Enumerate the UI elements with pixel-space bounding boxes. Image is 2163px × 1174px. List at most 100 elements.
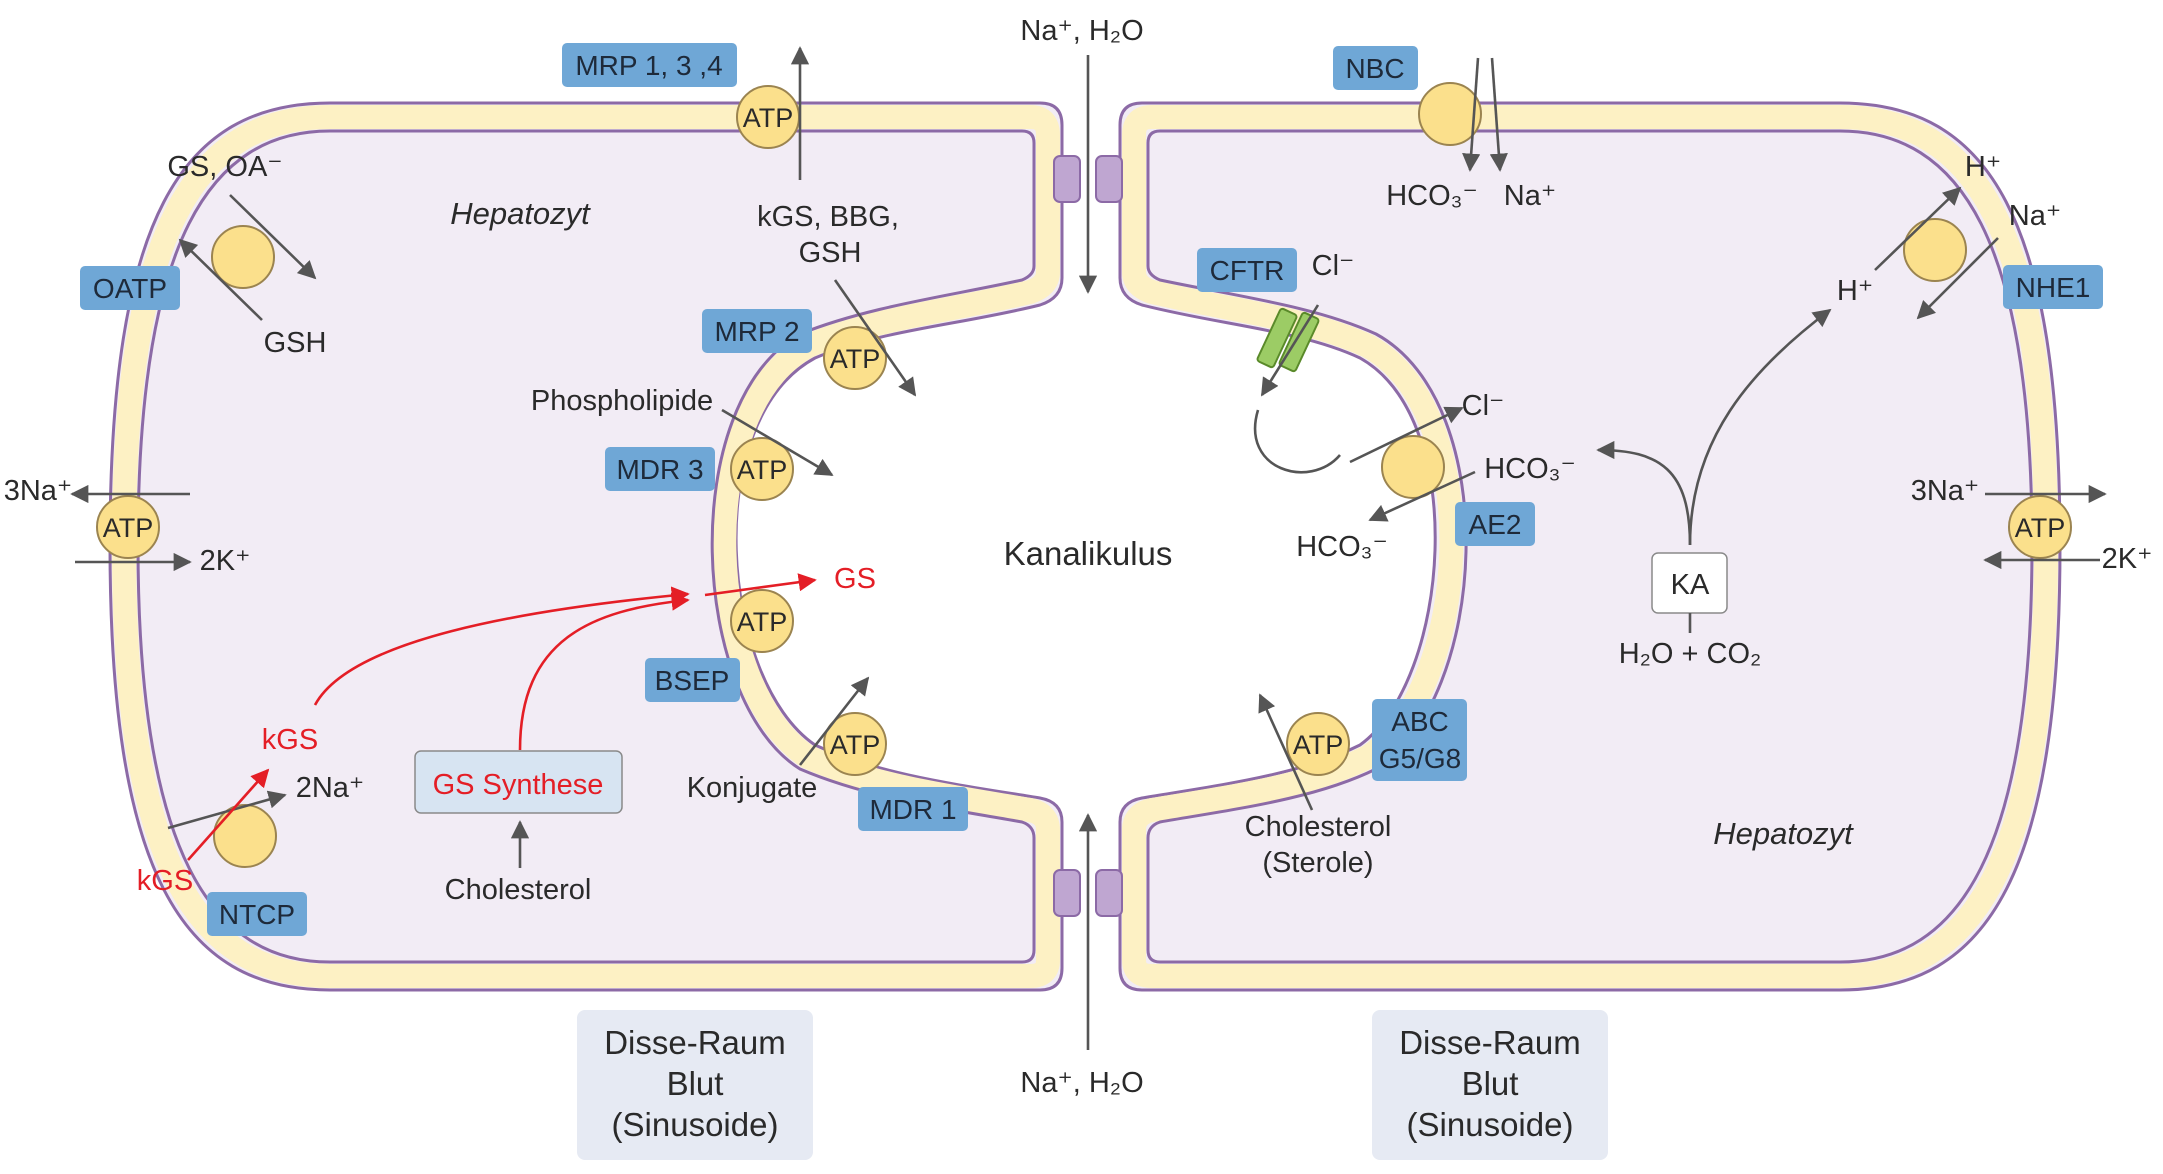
na-nbc-label: Na⁺ bbox=[1504, 180, 1556, 212]
tight-junction-icon bbox=[1053, 155, 1081, 203]
hco3-ae2-left-label: HCO₃⁻ bbox=[1296, 531, 1388, 563]
mrp134-label: MRP 1, 3 ,4 bbox=[575, 50, 722, 81]
gsh-label: GSH bbox=[264, 327, 327, 359]
nbc-box bbox=[1333, 46, 1418, 90]
abc-g5g8-box bbox=[1372, 699, 1467, 781]
bsep-box bbox=[645, 658, 740, 702]
transporter-icon bbox=[1903, 218, 1967, 282]
disse-left-line1: Disse-Raum bbox=[604, 1024, 786, 1061]
cholesterol-sterole-1-label: Cholesterol bbox=[1245, 811, 1392, 843]
kgs-upper-label: kGS bbox=[262, 724, 318, 756]
tight-junctions bbox=[1053, 155, 1123, 917]
hco3-ae2-right-label: HCO₃⁻ bbox=[1484, 453, 1576, 485]
gs-label: GS bbox=[834, 563, 876, 595]
oatp-arrow-out bbox=[178, 238, 263, 321]
tight-junction-icon bbox=[1095, 155, 1123, 203]
hepatozyt-right-label: Hepatozyt bbox=[1713, 816, 1854, 851]
cl-recycle-path bbox=[1254, 409, 1341, 474]
atp-pump-icon bbox=[823, 326, 887, 390]
gs-oa-label: GS, OA⁻ bbox=[167, 151, 282, 183]
ntcp-label: NTCP bbox=[219, 899, 295, 930]
na-h2o-bottom-label: Na⁺, H₂O bbox=[1020, 1067, 1143, 1099]
ae2-hco3-arrow bbox=[1368, 470, 1476, 522]
tight-junction-icon bbox=[1053, 869, 1081, 917]
atp-label: ATP bbox=[103, 513, 154, 543]
mdr3-arrow bbox=[721, 408, 834, 477]
transporter-icon bbox=[213, 804, 277, 868]
two-k-left-label: 2K⁺ bbox=[200, 545, 251, 577]
cholesterol-sterole-2-label: (Sterole) bbox=[1262, 847, 1373, 879]
abc-arrow bbox=[1258, 693, 1314, 811]
atp-pump-icon bbox=[823, 712, 887, 776]
oatp-box bbox=[80, 266, 180, 310]
disse-right-box: Disse-Raum Blut (Sinusoide) bbox=[1372, 1010, 1608, 1160]
kgs-bbg-label: kGS, BBG, bbox=[757, 201, 899, 233]
gsh2-label: GSH bbox=[799, 237, 862, 269]
cftr-label: CFTR bbox=[1210, 255, 1285, 286]
atp-label: ATP bbox=[737, 455, 788, 485]
two-na-label: 2Na⁺ bbox=[296, 772, 365, 804]
transporter-icon bbox=[1381, 435, 1445, 499]
abc-line2-label: G5/G8 bbox=[1379, 743, 1461, 774]
ntcp-box bbox=[207, 892, 307, 936]
hco3-nbc-label: HCO₃⁻ bbox=[1386, 180, 1478, 212]
bsep-arrow bbox=[704, 573, 817, 597]
ae2-cl-arrow bbox=[1349, 406, 1464, 464]
mrp2-box bbox=[702, 309, 812, 353]
mrp2-arrow bbox=[833, 279, 917, 397]
ntcp-na-arrow bbox=[167, 790, 287, 830]
mdr3-box bbox=[605, 447, 715, 491]
mdr1-label: MDR 1 bbox=[869, 794, 956, 825]
cftr-channel-icon bbox=[1256, 307, 1298, 369]
gs-synthese-box bbox=[414, 750, 623, 814]
ka-label: KA bbox=[1671, 569, 1710, 601]
phospholipide-label: Phospholipide bbox=[531, 385, 713, 417]
atp-pump-icon bbox=[1286, 712, 1350, 776]
atp-pump-icon bbox=[96, 495, 160, 559]
na-h2o-top-label: Na⁺, H₂O bbox=[1020, 15, 1143, 47]
gs-synthese-to-bsep-arrow bbox=[518, 592, 690, 751]
kgs-to-bsep-arrow bbox=[313, 586, 690, 706]
disse-left-line3: (Sinusoide) bbox=[612, 1106, 779, 1143]
nhe1-box bbox=[2003, 265, 2103, 309]
cftr-arrow bbox=[1260, 304, 1320, 397]
bsep-label: BSEP bbox=[655, 665, 730, 696]
h2o-co2-label: H₂O + CO₂ bbox=[1619, 638, 1762, 670]
cftr-box bbox=[1197, 248, 1297, 292]
disse-right-line3: (Sinusoide) bbox=[1407, 1106, 1574, 1143]
konjugate-label: Konjugate bbox=[687, 772, 818, 804]
nbc-hco3-arrow bbox=[1462, 57, 1481, 172]
oatp-arrow-in bbox=[229, 194, 317, 280]
oatp-label: OATP bbox=[93, 273, 167, 304]
h-plus-top-label: H⁺ bbox=[1965, 151, 2001, 183]
h-plus-inner-label: H⁺ bbox=[1837, 275, 1873, 307]
gs-synthese-label: GS Synthese bbox=[433, 769, 604, 801]
two-k-right-label: 2K⁺ bbox=[2102, 543, 2153, 575]
mdr1-box bbox=[858, 787, 968, 831]
nbc-na-arrow bbox=[1489, 57, 1508, 172]
transporter-icon bbox=[1418, 82, 1482, 146]
nhe1-na-arrow bbox=[1916, 237, 1999, 320]
atp-label: ATP bbox=[1293, 730, 1344, 760]
mrp2-label: MRP 2 bbox=[714, 316, 799, 347]
atp-pump-icon bbox=[730, 589, 794, 653]
disse-left-line2: Blut bbox=[667, 1065, 724, 1102]
disse-right-line2: Blut bbox=[1462, 1065, 1519, 1102]
atp-label: ATP bbox=[830, 730, 881, 760]
mdr1-arrow bbox=[798, 676, 870, 766]
atp-label: ATP bbox=[737, 607, 788, 637]
cl-ae2-label: Cl⁻ bbox=[1462, 390, 1505, 422]
ka-to-h-arrow bbox=[1688, 308, 1832, 546]
cholesterol-label: Cholesterol bbox=[445, 874, 592, 906]
kanalikulus-label: Kanalikulus bbox=[1004, 535, 1173, 572]
tight-junction-icon bbox=[1095, 869, 1123, 917]
atp-label: ATP bbox=[743, 103, 794, 133]
nhe1-label: NHE1 bbox=[2016, 272, 2091, 303]
na-nhe-label: Na⁺ bbox=[2009, 200, 2061, 232]
ka-to-hco3-arrow bbox=[1596, 440, 1692, 546]
atp-pump-icon bbox=[2008, 495, 2072, 559]
kgs-lower-label: kGS bbox=[137, 865, 193, 897]
mdr3-label: MDR 3 bbox=[616, 454, 703, 485]
nhe1-h-arrow bbox=[1874, 186, 1962, 271]
disse-right-line1: Disse-Raum bbox=[1399, 1024, 1581, 1061]
